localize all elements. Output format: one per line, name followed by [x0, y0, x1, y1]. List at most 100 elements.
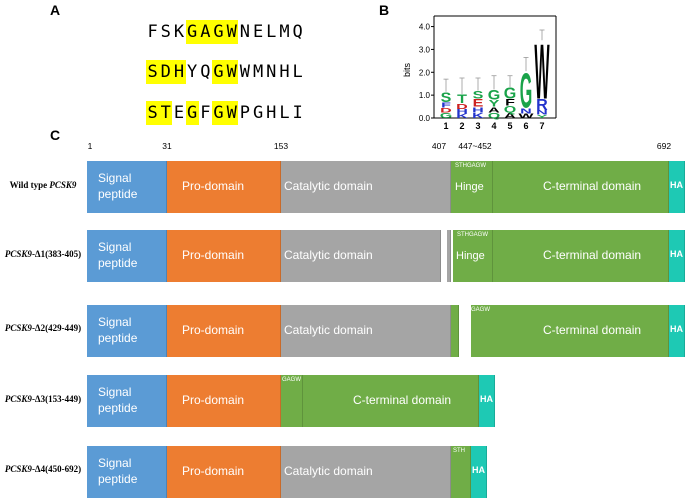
sequence-residue: Q — [200, 62, 211, 82]
x-tick-label: 5 — [507, 121, 512, 131]
sequence-residue: W — [225, 60, 239, 84]
panel-a-letter: A — [50, 2, 61, 18]
logo-letter: F — [505, 97, 515, 107]
logo-letter: A — [504, 111, 516, 119]
x-tick-label: 2 — [459, 121, 464, 131]
logo-letter: G — [488, 88, 501, 104]
sequence-residue: F — [200, 103, 211, 123]
y-tick-label: 0.0 — [419, 114, 431, 123]
panel-b-letter: B — [379, 2, 390, 18]
sequence-residue: G — [211, 60, 226, 84]
hinge-domain: STHGAGW Hinge — [451, 161, 493, 213]
sequence-residue: S — [146, 101, 160, 125]
sequence-residue: S — [160, 22, 171, 42]
sequence-residue: K — [173, 22, 185, 42]
logo-letter: W — [534, 28, 549, 115]
catalytic-domain: Catalytic domain — [281, 305, 451, 357]
logo-letter: Y — [537, 114, 548, 119]
sequence-residue: L — [279, 103, 290, 123]
sequence-residue: W — [239, 62, 251, 82]
logo-letter: H — [456, 108, 468, 115]
logo-letter: G — [504, 86, 517, 103]
pro-domain: Pro-domain — [167, 161, 281, 213]
logo-letter: S — [441, 90, 452, 106]
catalytic-domain: Catalytic domain — [281, 230, 441, 282]
logo-letter: Q — [488, 111, 501, 119]
sequence-residue: H — [172, 60, 186, 84]
hinge-domain: STHGAGW Hinge — [453, 230, 493, 282]
pro-domain: Pro-domain — [167, 230, 281, 282]
panel-c-letter: C — [50, 127, 61, 143]
x-tick-label: 4 — [491, 121, 496, 131]
sequence-residue: W — [225, 20, 239, 44]
logo-letter: K — [472, 111, 484, 119]
sequence-residue: T — [159, 101, 173, 125]
y-axis-label: bits — [402, 63, 412, 78]
construct-label-delta2: PCSK9-Δ2(429-449) — [4, 323, 82, 333]
logo-letter: D — [456, 102, 468, 110]
sequence-residue: Y — [187, 62, 198, 82]
logo-letter: G — [520, 63, 533, 118]
logo-letter: H — [472, 106, 484, 114]
sequence-residue: G — [185, 20, 199, 44]
logo-letter: D — [440, 107, 452, 114]
sequence-residue: N — [266, 62, 277, 82]
sequence-residue: P — [239, 103, 251, 123]
sequence-residue: E — [173, 103, 185, 123]
c-terminal-domain: GAGW C-terminal domain — [471, 305, 669, 357]
sequence-residue: I — [292, 103, 303, 123]
ha-tag: HA — [479, 375, 495, 427]
construct-label-wild-type: Wild type PCSK9 — [9, 180, 77, 190]
sequence-residue: E — [252, 22, 264, 42]
construct-label-delta3: PCSK9-Δ3(153-449) — [4, 394, 82, 404]
x-tick-label: 6 — [523, 121, 528, 131]
logo-letter: K — [456, 112, 468, 119]
logo-letter: F — [441, 101, 451, 109]
y-tick-label: 2.0 — [419, 68, 431, 77]
y-tick-label: 1.0 — [419, 91, 431, 100]
sequence-residue: L — [266, 22, 277, 42]
x-tick-label: 3 — [475, 121, 480, 131]
logo-letter: R — [536, 97, 548, 114]
sequence-residue: D — [159, 60, 173, 84]
ha-tag: HA — [471, 446, 487, 498]
logo-letter: N — [536, 109, 548, 116]
sequence-residue: H — [279, 62, 290, 82]
position-label-692: 692 — [656, 141, 672, 151]
sequence-residue: G — [211, 20, 226, 44]
position-label-153: 153 — [273, 141, 289, 151]
position-label-407: 407 — [431, 141, 447, 151]
c-terminal-domain: C-terminal domain — [493, 230, 669, 282]
logo-letter: E — [473, 97, 484, 109]
sequence-residue: A — [198, 20, 212, 44]
hinge-fragment — [451, 305, 459, 357]
ha-tag: HA — [669, 230, 685, 282]
logo-letter: Y — [489, 98, 500, 108]
hinge-fragment: STH — [451, 446, 471, 498]
sequence-residue: N — [239, 22, 251, 42]
position-label-31: 31 — [162, 141, 172, 151]
position-label-1: 1 — [87, 141, 93, 151]
sequence-residue: Q — [292, 22, 303, 42]
catalytic-domain: Catalytic domain — [281, 446, 451, 498]
ha-tag: HA — [669, 305, 685, 357]
sequence-residue: H — [266, 103, 277, 123]
construct-label-delta1: PCSK9-Δ1(383-405) — [4, 249, 82, 259]
logo-letter: W — [518, 112, 534, 119]
sequence-residue: F — [147, 22, 158, 42]
c-terminal-domain: C-terminal domain — [493, 161, 669, 213]
logo-letter: G — [440, 111, 453, 119]
